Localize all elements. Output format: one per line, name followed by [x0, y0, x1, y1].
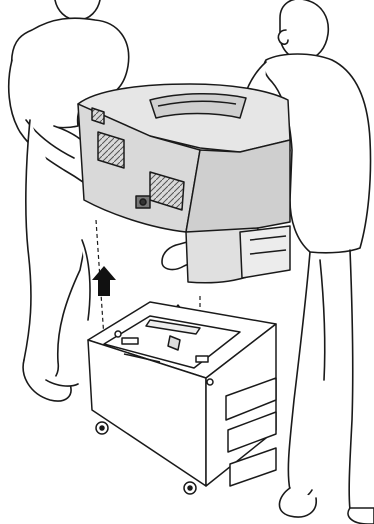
up-arrow-icon	[92, 266, 116, 296]
cabinet-unit	[88, 302, 276, 494]
